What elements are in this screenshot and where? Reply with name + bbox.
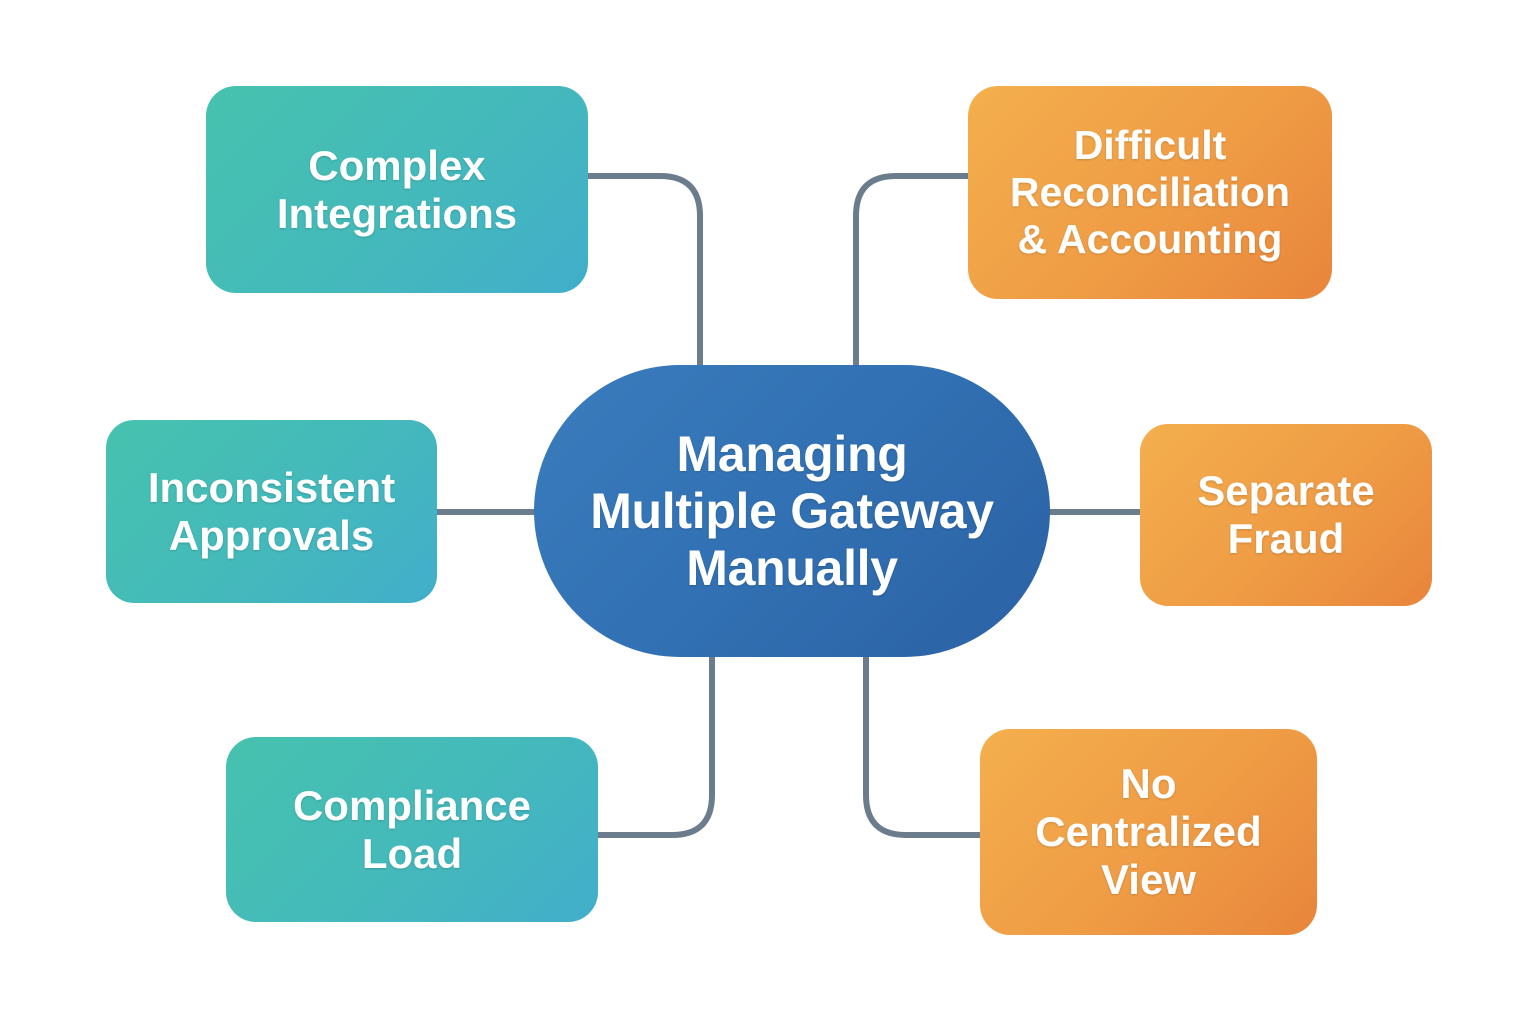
node-complex-integrations[interactable]: Complex Integrations: [206, 86, 588, 293]
connector-no-centralized-view: [863, 642, 983, 838]
node-compliance-load-label: Compliance Load: [292, 781, 532, 877]
node-separate-fraud-label: Separate Fraud: [1197, 467, 1375, 562]
node-separate-fraud[interactable]: Separate Fraud: [1140, 424, 1432, 606]
connector-difficult-reconciliation: [853, 173, 971, 389]
center-node-label: Managing Multiple Gateway Manually: [590, 425, 994, 596]
node-difficult-reconciliation-accounting[interactable]: Difficult Reconciliation & Accounting: [968, 86, 1332, 299]
node-no-centralized-view[interactable]: No Centralized View: [980, 729, 1317, 935]
node-no-centralized-view-label: No Centralized View: [1035, 760, 1262, 903]
node-difficult-reconciliation-accounting-label: Difficult Reconciliation & Accounting: [1009, 122, 1291, 262]
connector-complex-integrations: [585, 173, 703, 389]
node-complex-integrations-label: Complex Integrations: [276, 141, 518, 237]
node-compliance-load[interactable]: Compliance Load: [226, 737, 598, 922]
node-inconsistent-approvals[interactable]: Inconsistent Approvals: [106, 420, 437, 603]
center-node-managing-multiple-gateway-manually[interactable]: Managing Multiple Gateway Manually: [534, 365, 1050, 657]
node-inconsistent-approvals-label: Inconsistent Approvals: [147, 463, 396, 559]
connector-compliance-load: [595, 642, 715, 838]
